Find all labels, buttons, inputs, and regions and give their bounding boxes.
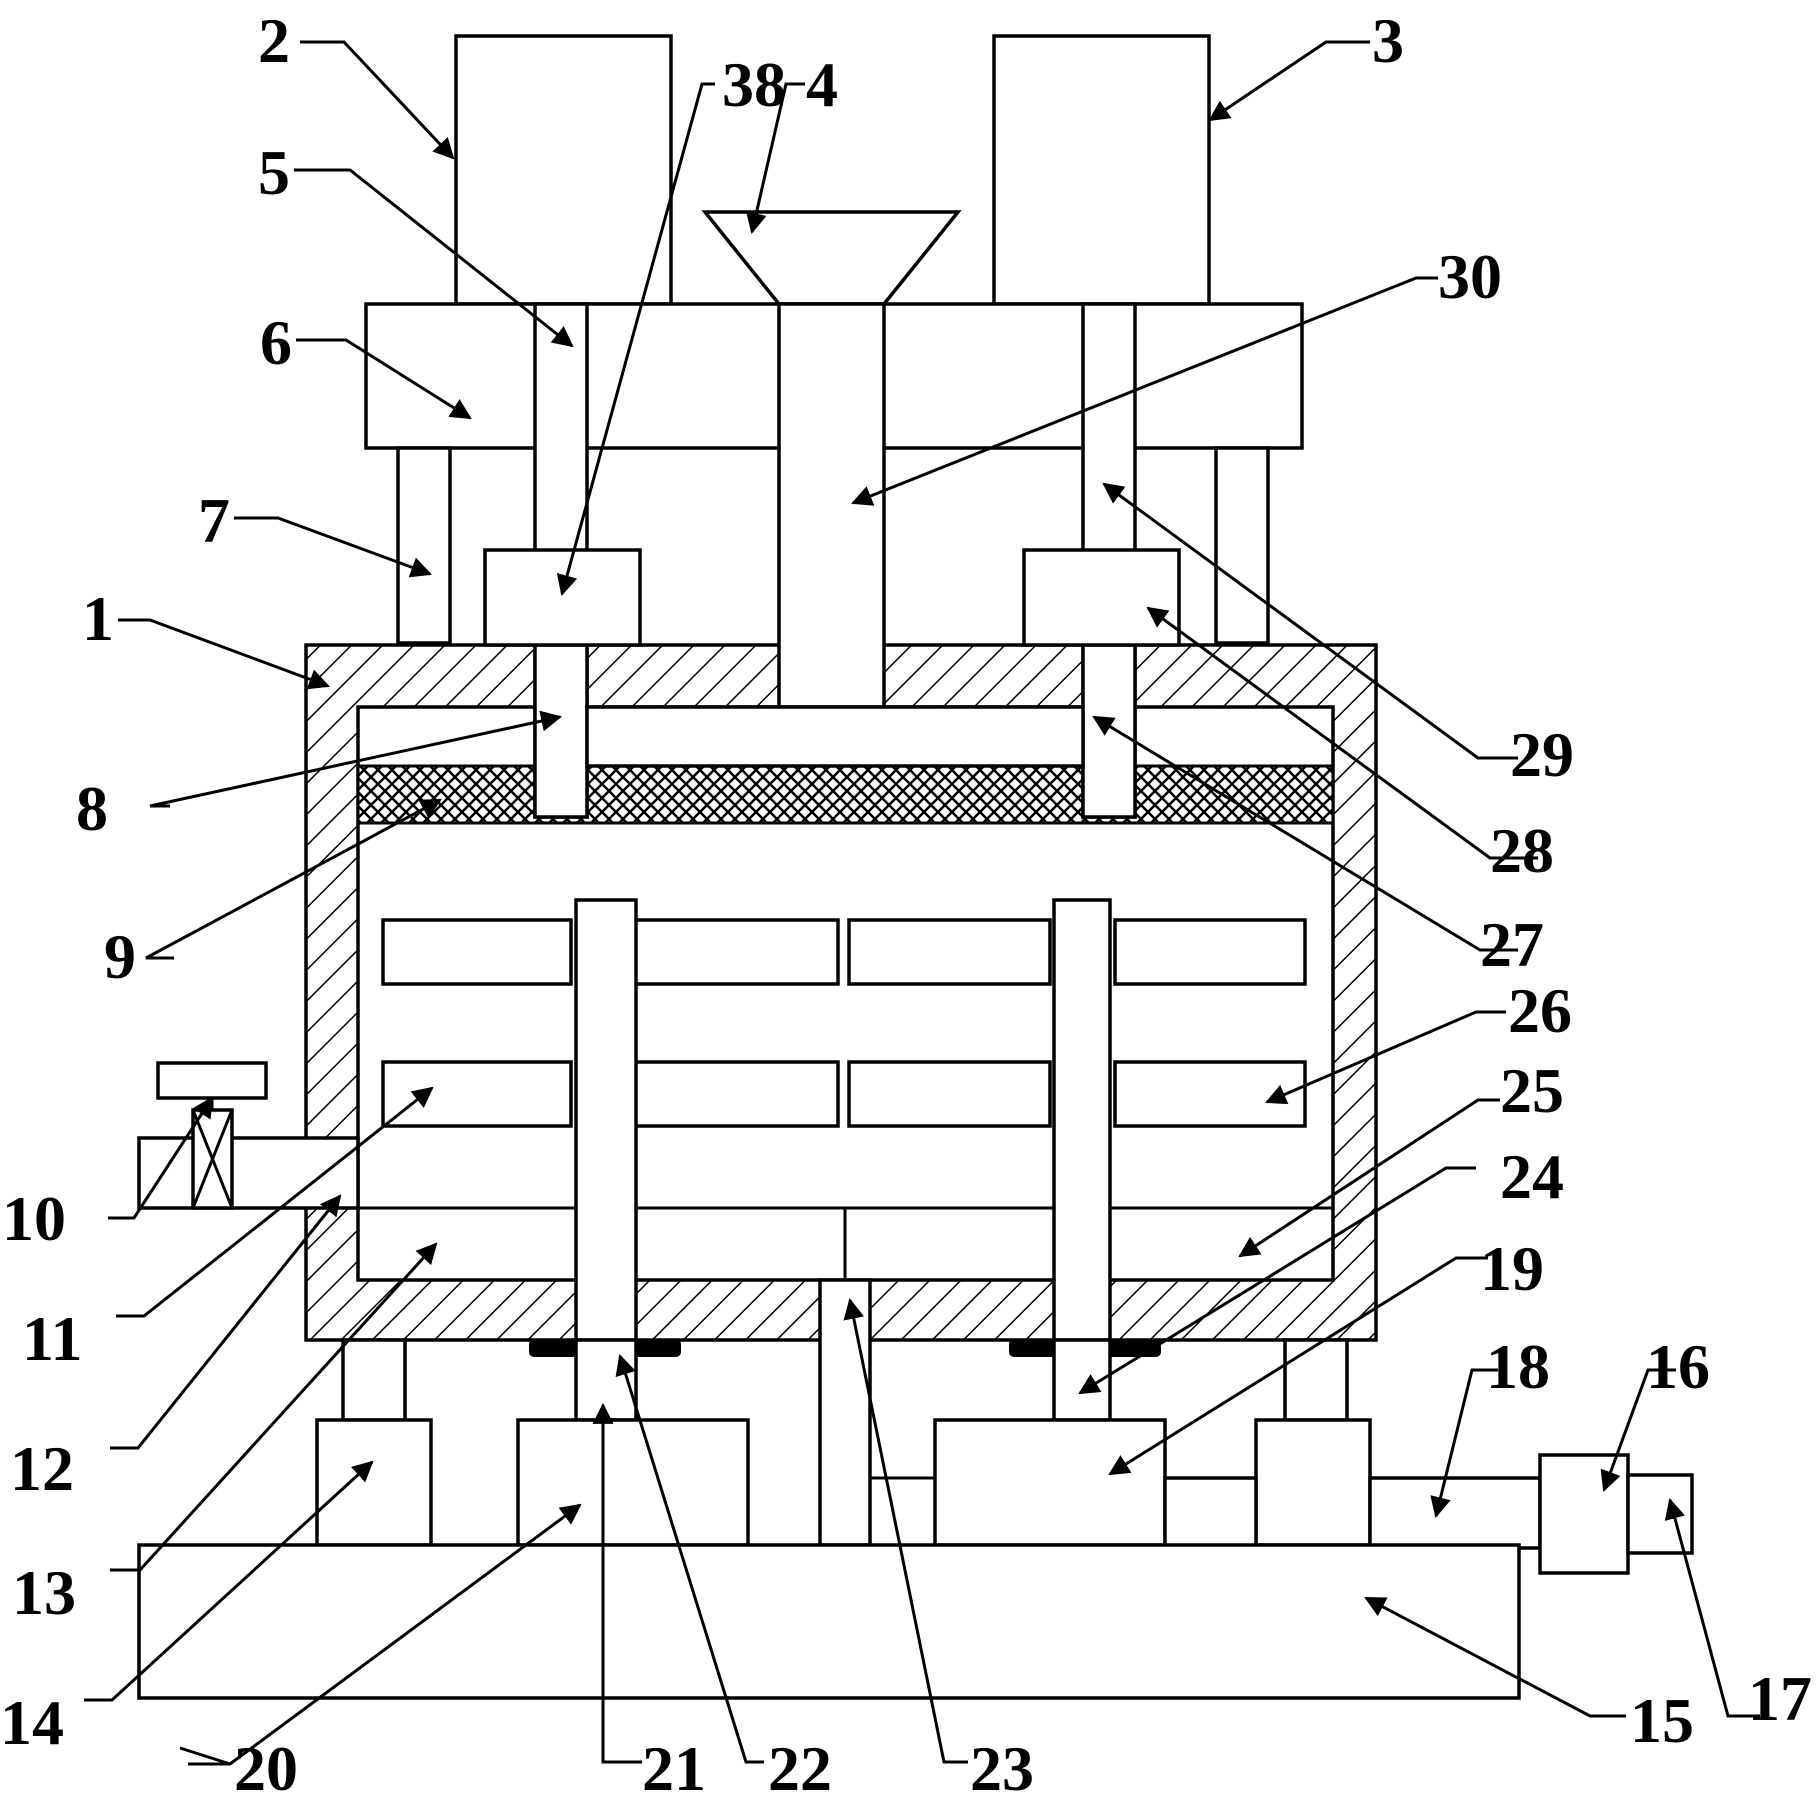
connecting-shaft-b <box>1368 1476 1542 1550</box>
label-23: 23 <box>970 1733 1034 1801</box>
label-12: 12 <box>10 1433 74 1504</box>
right-stirring-shaft <box>1052 898 1112 1342</box>
left-nut-block <box>483 548 642 647</box>
left-stirring-shaft <box>574 898 638 1342</box>
label-6: 6 <box>260 307 292 378</box>
valve-handle <box>156 1061 268 1100</box>
left-lift-rod <box>533 643 589 819</box>
label-20: 20 <box>234 1733 298 1801</box>
pressing-plate <box>585 705 1085 768</box>
label-14: 14 <box>0 1687 64 1758</box>
label-38: 38 <box>722 49 786 120</box>
label-9: 9 <box>104 921 136 992</box>
right-support-block <box>1254 1418 1372 1547</box>
support-leg-right <box>1283 1338 1349 1422</box>
label-22: 22 <box>768 1733 832 1801</box>
label-4: 4 <box>806 49 838 120</box>
label-30: 30 <box>1438 241 1502 312</box>
base-plate <box>137 1543 1521 1700</box>
label-27: 27 <box>1480 909 1544 980</box>
right-nut-block <box>1022 548 1181 647</box>
label-18: 18 <box>1486 1331 1550 1402</box>
label-28: 28 <box>1490 815 1554 886</box>
label-16: 16 <box>1646 1331 1710 1402</box>
label-2: 2 <box>258 5 290 76</box>
left-motor <box>454 34 673 306</box>
label-10: 10 <box>2 1183 66 1254</box>
label-1: 1 <box>82 583 114 654</box>
stirring-blades <box>358 918 1333 1280</box>
label-25: 25 <box>1500 1055 1564 1126</box>
left-support-block <box>315 1418 433 1547</box>
label-21: 21 <box>642 1733 706 1801</box>
label-15: 15 <box>1630 1685 1694 1756</box>
support-leg-left <box>341 1338 407 1422</box>
label-7: 7 <box>198 485 230 556</box>
feed-hopper <box>701 210 962 306</box>
feed-pipe <box>777 302 886 709</box>
support-column-right-a <box>1214 446 1270 645</box>
valve-body <box>191 1108 234 1210</box>
label-3: 3 <box>1372 5 1404 76</box>
label-13: 13 <box>12 1557 76 1628</box>
label-5: 5 <box>258 137 290 208</box>
reference-numerals: 2 3 38 4 5 30 6 7 1 29 8 28 9 27 26 25 2… <box>0 5 1812 1801</box>
label-19: 19 <box>1480 1233 1544 1304</box>
label-26: 26 <box>1508 975 1572 1046</box>
label-11: 11 <box>22 1303 82 1374</box>
center-support-column <box>818 1278 872 1547</box>
right-lift-rod <box>1081 643 1137 819</box>
connecting-shaft-a <box>1163 1476 1258 1550</box>
label-8: 8 <box>76 773 108 844</box>
label-29: 29 <box>1510 719 1574 790</box>
label-24: 24 <box>1500 1141 1564 1212</box>
right-motor <box>992 34 1211 306</box>
support-column-left-a <box>396 446 452 645</box>
right-gear-box <box>933 1418 1167 1547</box>
leader-lines <box>84 40 1760 1766</box>
drive-motor <box>1538 1453 1630 1575</box>
label-17: 17 <box>1748 1663 1812 1734</box>
